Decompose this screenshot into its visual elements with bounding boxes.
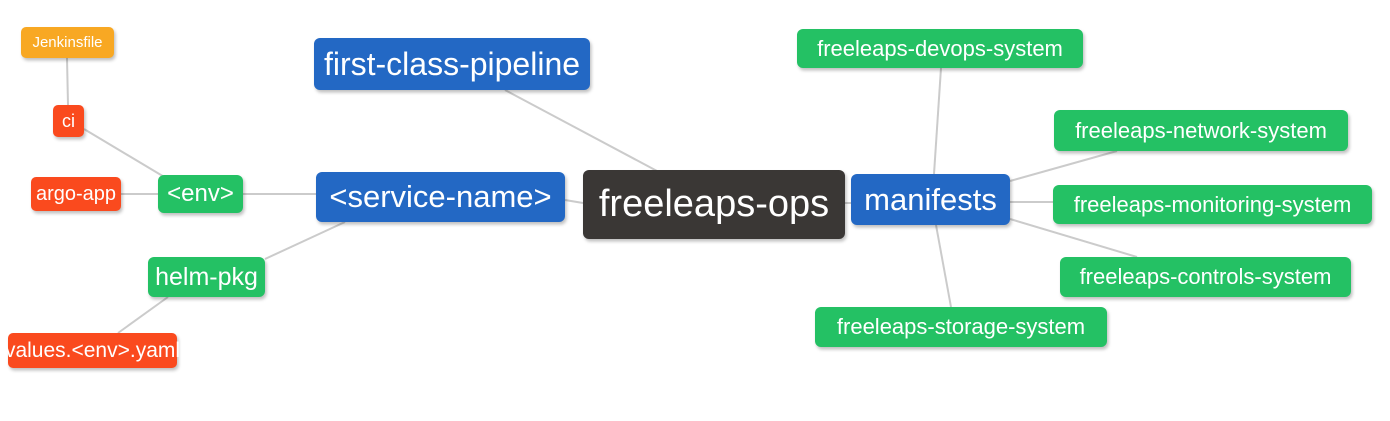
edge-jenkinsfile-ci: [66, 57, 69, 106]
edge-manifests-network: [1009, 150, 1118, 182]
node-manifests[interactable]: manifests: [851, 174, 1010, 225]
edge-helm-pkg-service-name: [264, 221, 346, 260]
node-service-name[interactable]: <service-name>: [316, 172, 565, 222]
node-freeleaps-controls-system[interactable]: freeleaps-controls-system: [1060, 257, 1351, 297]
edge-manifests-storage: [935, 224, 952, 308]
edge-values-helm-pkg: [117, 296, 169, 334]
edge-manifests-devops: [933, 67, 942, 175]
node-jenkinsfile[interactable]: Jenkinsfile: [21, 27, 114, 58]
node-first-class-pipeline[interactable]: first-class-pipeline: [314, 38, 590, 90]
node-values-env-yaml[interactable]: values.<env>.yaml: [5, 333, 180, 368]
edge-ci-env: [83, 128, 167, 179]
node-freeleaps-devops-system[interactable]: freeleaps-devops-system: [797, 29, 1083, 68]
node-freeleaps-monitoring-system[interactable]: freeleaps-monitoring-system: [1053, 185, 1372, 224]
node-freeleaps-network-system[interactable]: freeleaps-network-system: [1054, 110, 1348, 151]
node-freeleaps-storage-system[interactable]: freeleaps-storage-system: [815, 307, 1107, 347]
node-freeleaps-ops[interactable]: freeleaps-ops: [583, 170, 845, 239]
edge-first-class-pipeline-ops: [504, 89, 658, 172]
edge-service-name-ops: [564, 199, 584, 204]
node-ci[interactable]: ci: [53, 105, 84, 137]
node-env[interactable]: <env>: [158, 175, 243, 213]
edge-manifests-controls: [1009, 218, 1138, 258]
node-argo-app[interactable]: argo-app: [31, 177, 121, 211]
node-helm-pkg[interactable]: helm-pkg: [148, 257, 265, 297]
